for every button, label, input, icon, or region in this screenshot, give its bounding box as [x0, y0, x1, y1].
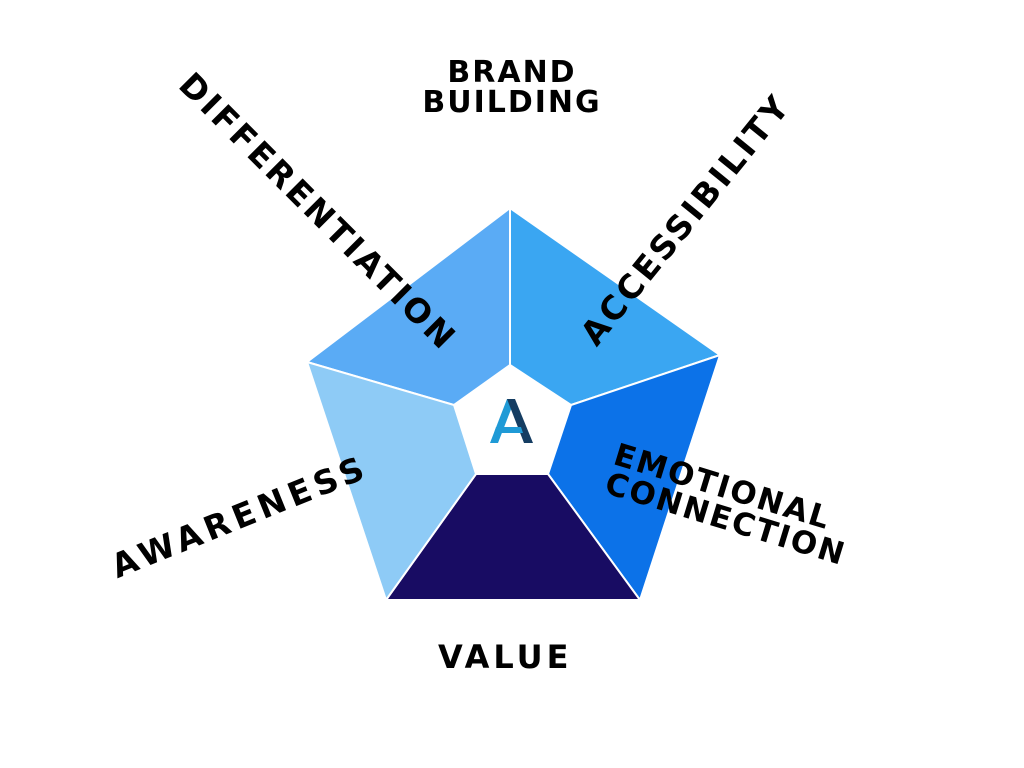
letter-a-logo-icon — [490, 399, 533, 443]
title-line-2: BUILDING — [422, 85, 602, 120]
center-pentagon — [454, 365, 571, 474]
label-value: VALUE — [438, 638, 573, 676]
title-line-1: BRAND — [447, 55, 577, 90]
diagram-title: BRAND BUILDING — [402, 58, 622, 118]
